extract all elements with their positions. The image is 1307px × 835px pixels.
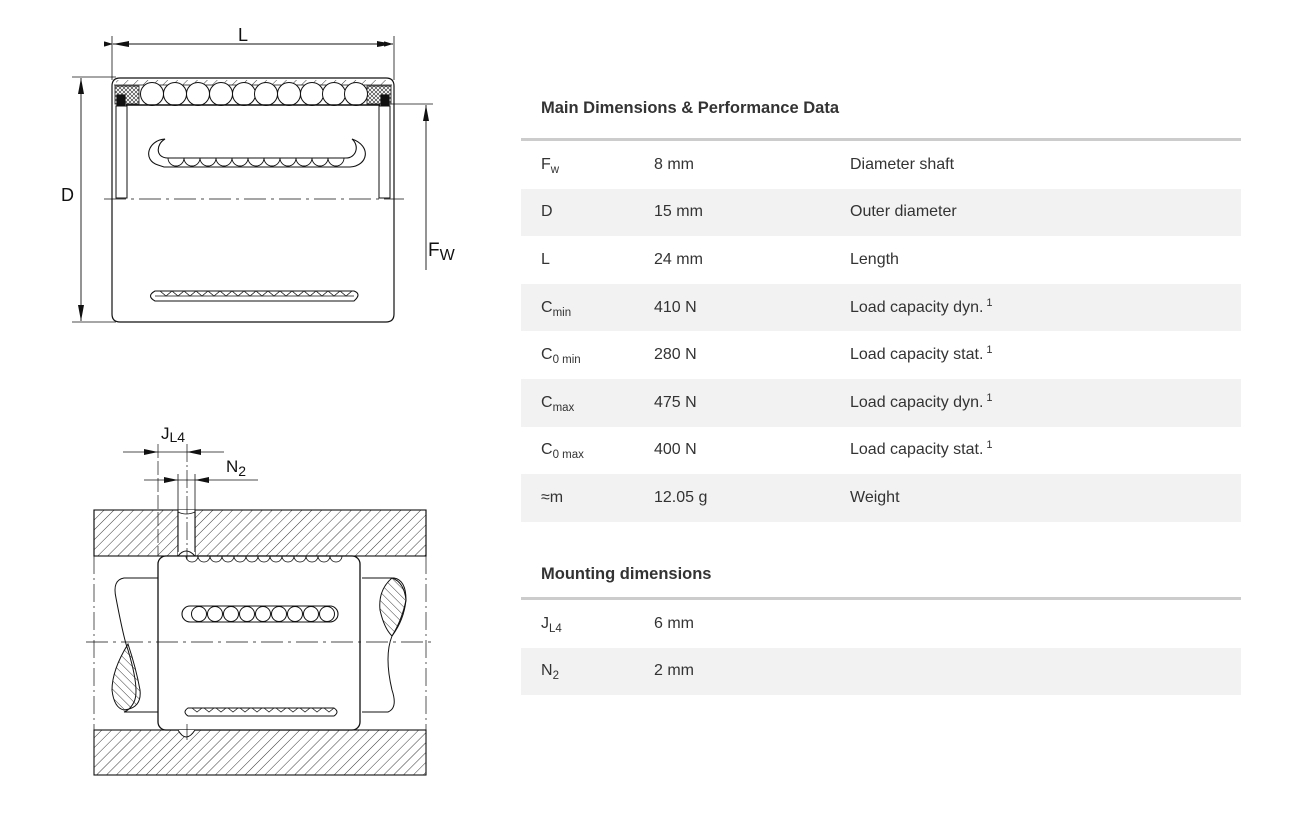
- footnote-marker: 1: [986, 391, 993, 404]
- description: Weight: [850, 488, 900, 506]
- symbol: N: [541, 662, 553, 680]
- symbol-cell: Fw: [521, 155, 654, 176]
- n2-sub: 2: [238, 463, 246, 479]
- symbol-subscript: L4: [549, 622, 562, 635]
- symbol: ≈m: [541, 488, 564, 506]
- footnote-marker: 1: [986, 439, 993, 452]
- section-divider: [521, 138, 1241, 141]
- ball-row-top: [140, 82, 368, 106]
- description: Diameter shaft: [850, 155, 955, 173]
- section-divider: [521, 597, 1241, 600]
- value-cell: 12.05 g: [654, 488, 708, 506]
- description: Load capacity stat.: [850, 441, 984, 459]
- symbol-cell: Cmin: [521, 298, 654, 319]
- symbol-subscript: min: [552, 306, 572, 319]
- symbol: C: [541, 298, 553, 316]
- description-cell: Length: [850, 251, 1241, 269]
- table-row: ≈m 12.05 g Weight: [521, 474, 1241, 522]
- symbol-subscript: 0 min: [552, 354, 581, 367]
- dimension-label-d: D: [61, 185, 74, 205]
- symbol: L: [541, 250, 550, 268]
- symbol: C: [541, 346, 553, 364]
- value-cell: 280 N: [654, 346, 697, 364]
- symbol-cell: JL4: [521, 614, 654, 635]
- symbol: C: [541, 441, 553, 459]
- description-cell: Load capacity dyn.1: [850, 391, 1241, 412]
- description: Load capacity dyn.: [850, 298, 984, 316]
- dimension-label-fw: FW: [428, 240, 456, 264]
- symbol-subscript: w: [550, 163, 560, 176]
- symbol-subscript: 2: [552, 670, 559, 683]
- value-cell: 410 N: [654, 298, 697, 316]
- main-dimensions-title: Main Dimensions & Performance Data: [541, 99, 839, 117]
- symbol-subscript: max: [552, 401, 575, 414]
- symbol-cell: ≈m: [521, 489, 654, 507]
- footnote-marker: 1: [986, 296, 993, 309]
- symbol-cell: C0 max: [521, 441, 654, 462]
- table-row: D 15 mm Outer diameter: [521, 188, 1241, 237]
- description: Length: [850, 250, 899, 268]
- symbol-cell: Cmax: [521, 393, 654, 414]
- dimension-label-n2: N2: [226, 457, 246, 479]
- description: Load capacity dyn.: [850, 393, 984, 411]
- description: Outer diameter: [850, 203, 957, 221]
- value-cell: 15 mm: [654, 203, 703, 221]
- table-row: L 24 mm Length: [521, 236, 1241, 284]
- value-cell: 2 mm: [654, 662, 694, 680]
- value-cell: 400 N: [654, 441, 697, 459]
- symbol-cell: D: [521, 203, 654, 221]
- description-cell: Outer diameter: [850, 203, 1241, 221]
- mounting-section-view: [86, 444, 434, 776]
- description-cell: Diameter shaft: [850, 156, 1241, 174]
- value-cell: 6 mm: [654, 614, 694, 632]
- symbol-cell: C0 min: [521, 346, 654, 367]
- symbol: J: [541, 614, 549, 632]
- n2-main: N: [226, 457, 238, 476]
- symbol-cell: L: [521, 251, 654, 269]
- mounting-dimensions-title: Mounting dimensions: [541, 565, 712, 583]
- description: Load capacity stat.: [850, 346, 984, 364]
- technical-drawings: L D FW: [61, 25, 456, 776]
- value-cell: 475 N: [654, 393, 697, 411]
- description-cell: Load capacity stat.1: [850, 344, 1241, 364]
- value-cell: 24 mm: [654, 250, 703, 268]
- jl4-main: J: [161, 424, 170, 443]
- symbol-subscript: 0 max: [552, 449, 584, 462]
- symbol-cell: N2: [521, 662, 654, 683]
- symbol: C: [541, 393, 553, 411]
- symbol: D: [541, 203, 553, 221]
- description-cell: Load capacity dyn.1: [850, 296, 1241, 317]
- description-cell: Weight: [850, 489, 1241, 507]
- bearing-side-view: [72, 36, 433, 323]
- dimension-label-jl4: JL4: [161, 424, 185, 445]
- jl4-sub: L4: [170, 429, 186, 445]
- footnote-marker: 1: [986, 344, 993, 357]
- description-cell: Load capacity stat.1: [850, 439, 1241, 459]
- value-cell: 8 mm: [654, 155, 694, 173]
- symbol: F: [541, 155, 551, 173]
- fw-sub: W: [440, 247, 456, 264]
- fw-main: F: [428, 240, 440, 261]
- dimension-label-l: L: [238, 25, 248, 45]
